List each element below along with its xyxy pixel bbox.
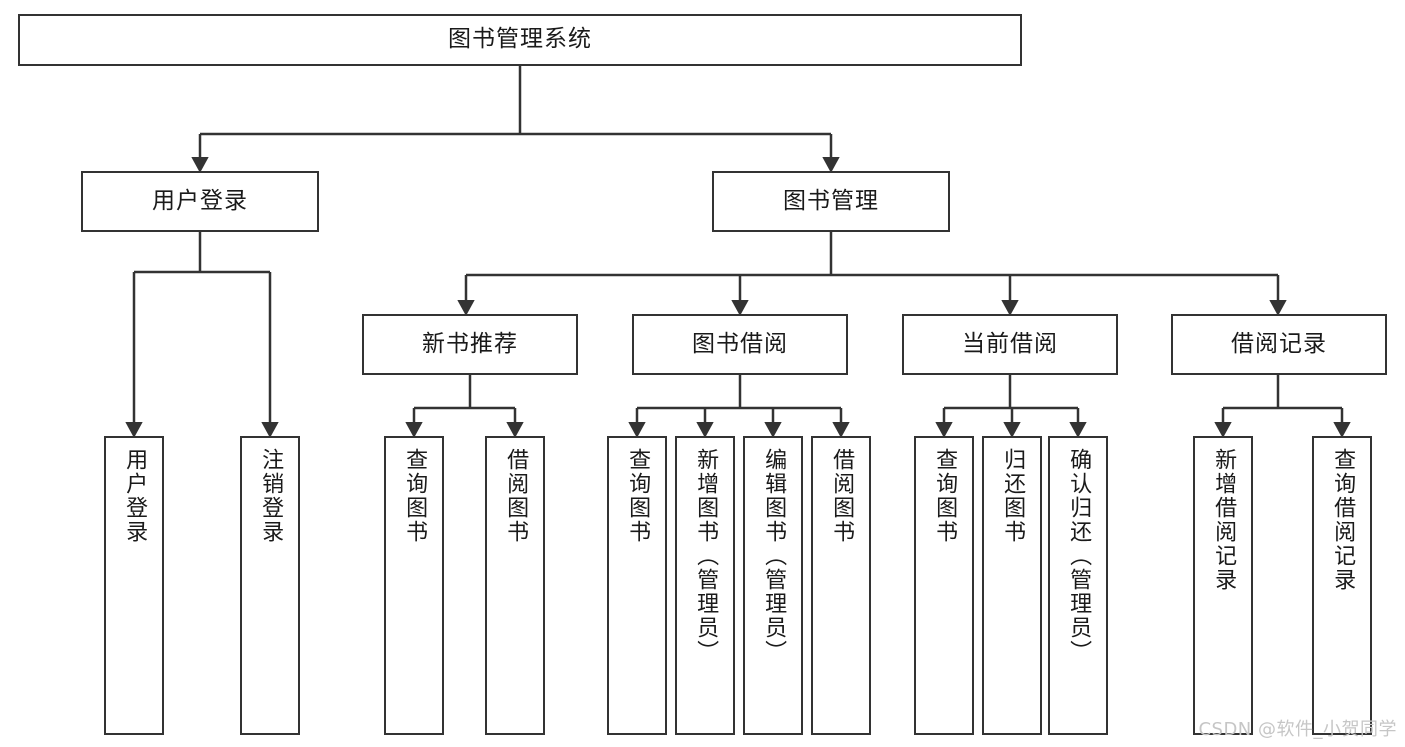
node-current-borrow[interactable]: 当前借阅 bbox=[902, 314, 1118, 375]
node-leaf-add-record[interactable]: 新增借阅记录 bbox=[1193, 436, 1253, 735]
node-leaf-return-book-label: 归还图书 bbox=[1000, 448, 1026, 544]
node-user-login-label: 用户登录 bbox=[152, 187, 248, 214]
node-borrow-record[interactable]: 借阅记录 bbox=[1171, 314, 1387, 375]
node-leaf-borrow-book-2-label: 借阅图书 bbox=[829, 448, 855, 544]
node-leaf-query-book-3-label: 查询图书 bbox=[932, 448, 958, 544]
node-leaf-query-book-3[interactable]: 查询图书 bbox=[914, 436, 974, 735]
node-book-manage[interactable]: 图书管理 bbox=[712, 171, 950, 232]
node-leaf-add-record-label: 新增借阅记录 bbox=[1211, 448, 1237, 592]
node-leaf-borrow-book-1[interactable]: 借阅图书 bbox=[485, 436, 545, 735]
node-leaf-user-login-label: 用户登录 bbox=[122, 448, 148, 544]
node-leaf-confirm-return-label: 确认归还（管理员） bbox=[1066, 448, 1092, 664]
node-leaf-add-book-label: 新增图书（管理员） bbox=[693, 448, 719, 664]
node-leaf-add-book[interactable]: 新增图书（管理员） bbox=[675, 436, 735, 735]
node-leaf-query-book-1-label: 查询图书 bbox=[402, 448, 428, 544]
node-leaf-edit-book[interactable]: 编辑图书（管理员） bbox=[743, 436, 803, 735]
node-leaf-query-record-label: 查询借阅记录 bbox=[1330, 448, 1356, 592]
node-leaf-query-record[interactable]: 查询借阅记录 bbox=[1312, 436, 1372, 735]
node-leaf-borrow-book-1-label: 借阅图书 bbox=[503, 448, 529, 544]
node-root[interactable]: 图书管理系统 bbox=[18, 14, 1022, 66]
node-leaf-confirm-return[interactable]: 确认归还（管理员） bbox=[1048, 436, 1108, 735]
watermark: CSDN @软件_小贺同学 bbox=[1198, 719, 1397, 740]
node-root-label: 图书管理系统 bbox=[448, 26, 592, 53]
node-new-book-recommend[interactable]: 新书推荐 bbox=[362, 314, 578, 375]
node-leaf-logout[interactable]: 注销登录 bbox=[240, 436, 300, 735]
node-book-borrow-label: 图书借阅 bbox=[692, 330, 788, 357]
node-new-book-recommend-label: 新书推荐 bbox=[422, 330, 518, 357]
node-current-borrow-label: 当前借阅 bbox=[962, 330, 1058, 357]
node-leaf-return-book[interactable]: 归还图书 bbox=[982, 436, 1042, 735]
node-leaf-query-book-2[interactable]: 查询图书 bbox=[607, 436, 667, 735]
node-leaf-borrow-book-2[interactable]: 借阅图书 bbox=[811, 436, 871, 735]
node-book-manage-label: 图书管理 bbox=[783, 187, 879, 214]
node-leaf-logout-label: 注销登录 bbox=[258, 448, 284, 544]
node-leaf-edit-book-label: 编辑图书（管理员） bbox=[761, 448, 787, 664]
node-borrow-record-label: 借阅记录 bbox=[1231, 330, 1327, 357]
node-leaf-user-login[interactable]: 用户登录 bbox=[104, 436, 164, 735]
node-user-login[interactable]: 用户登录 bbox=[81, 171, 319, 232]
node-leaf-query-book-1[interactable]: 查询图书 bbox=[384, 436, 444, 735]
node-leaf-query-book-2-label: 查询图书 bbox=[625, 448, 651, 544]
node-book-borrow[interactable]: 图书借阅 bbox=[632, 314, 848, 375]
